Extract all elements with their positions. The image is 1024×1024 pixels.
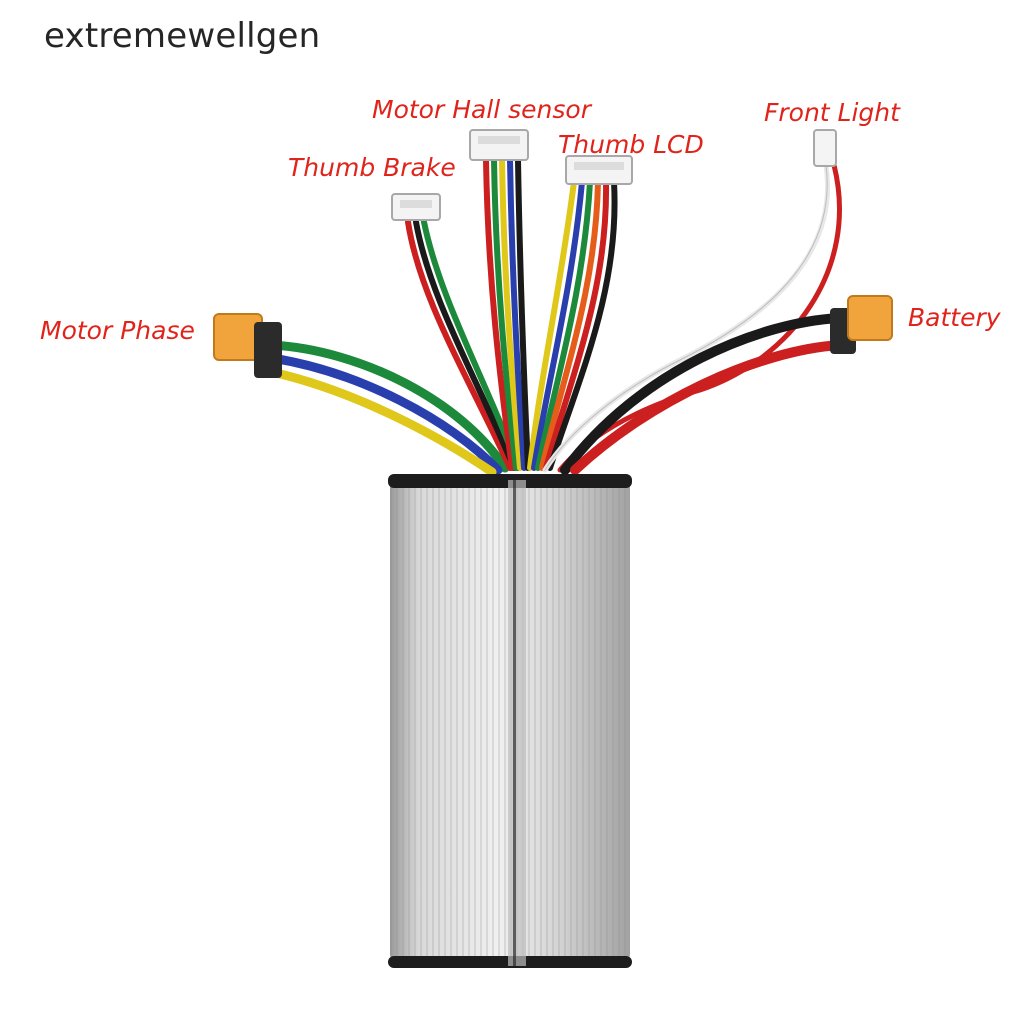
- motor-phase-connector: [213, 313, 282, 378]
- battery-connector: [830, 295, 893, 354]
- front-light-connector: [813, 129, 837, 167]
- label-battery: Battery: [908, 303, 1001, 332]
- thumb-brake-connector: [391, 193, 441, 221]
- thumb-lcd-wires: [527, 179, 618, 471]
- label-motor-hall-sensor: Motor Hall sensor: [372, 95, 591, 124]
- label-thumb-brake: Thumb Brake: [288, 153, 456, 182]
- label-thumb-lcd: Thumb LCD: [558, 130, 704, 159]
- motor-hall-connector: [469, 129, 529, 161]
- thumb-lcd-connector: [565, 155, 633, 185]
- battery-wires: [560, 313, 845, 475]
- label-motor-phase: Motor Phase: [40, 316, 195, 345]
- motor-phase-wires: [267, 340, 510, 477]
- label-front-light: Front Light: [764, 98, 900, 127]
- watermark-text: extremewellgen: [44, 16, 321, 56]
- controller-housing: [388, 474, 632, 968]
- motor-hall-wires: [483, 157, 531, 471]
